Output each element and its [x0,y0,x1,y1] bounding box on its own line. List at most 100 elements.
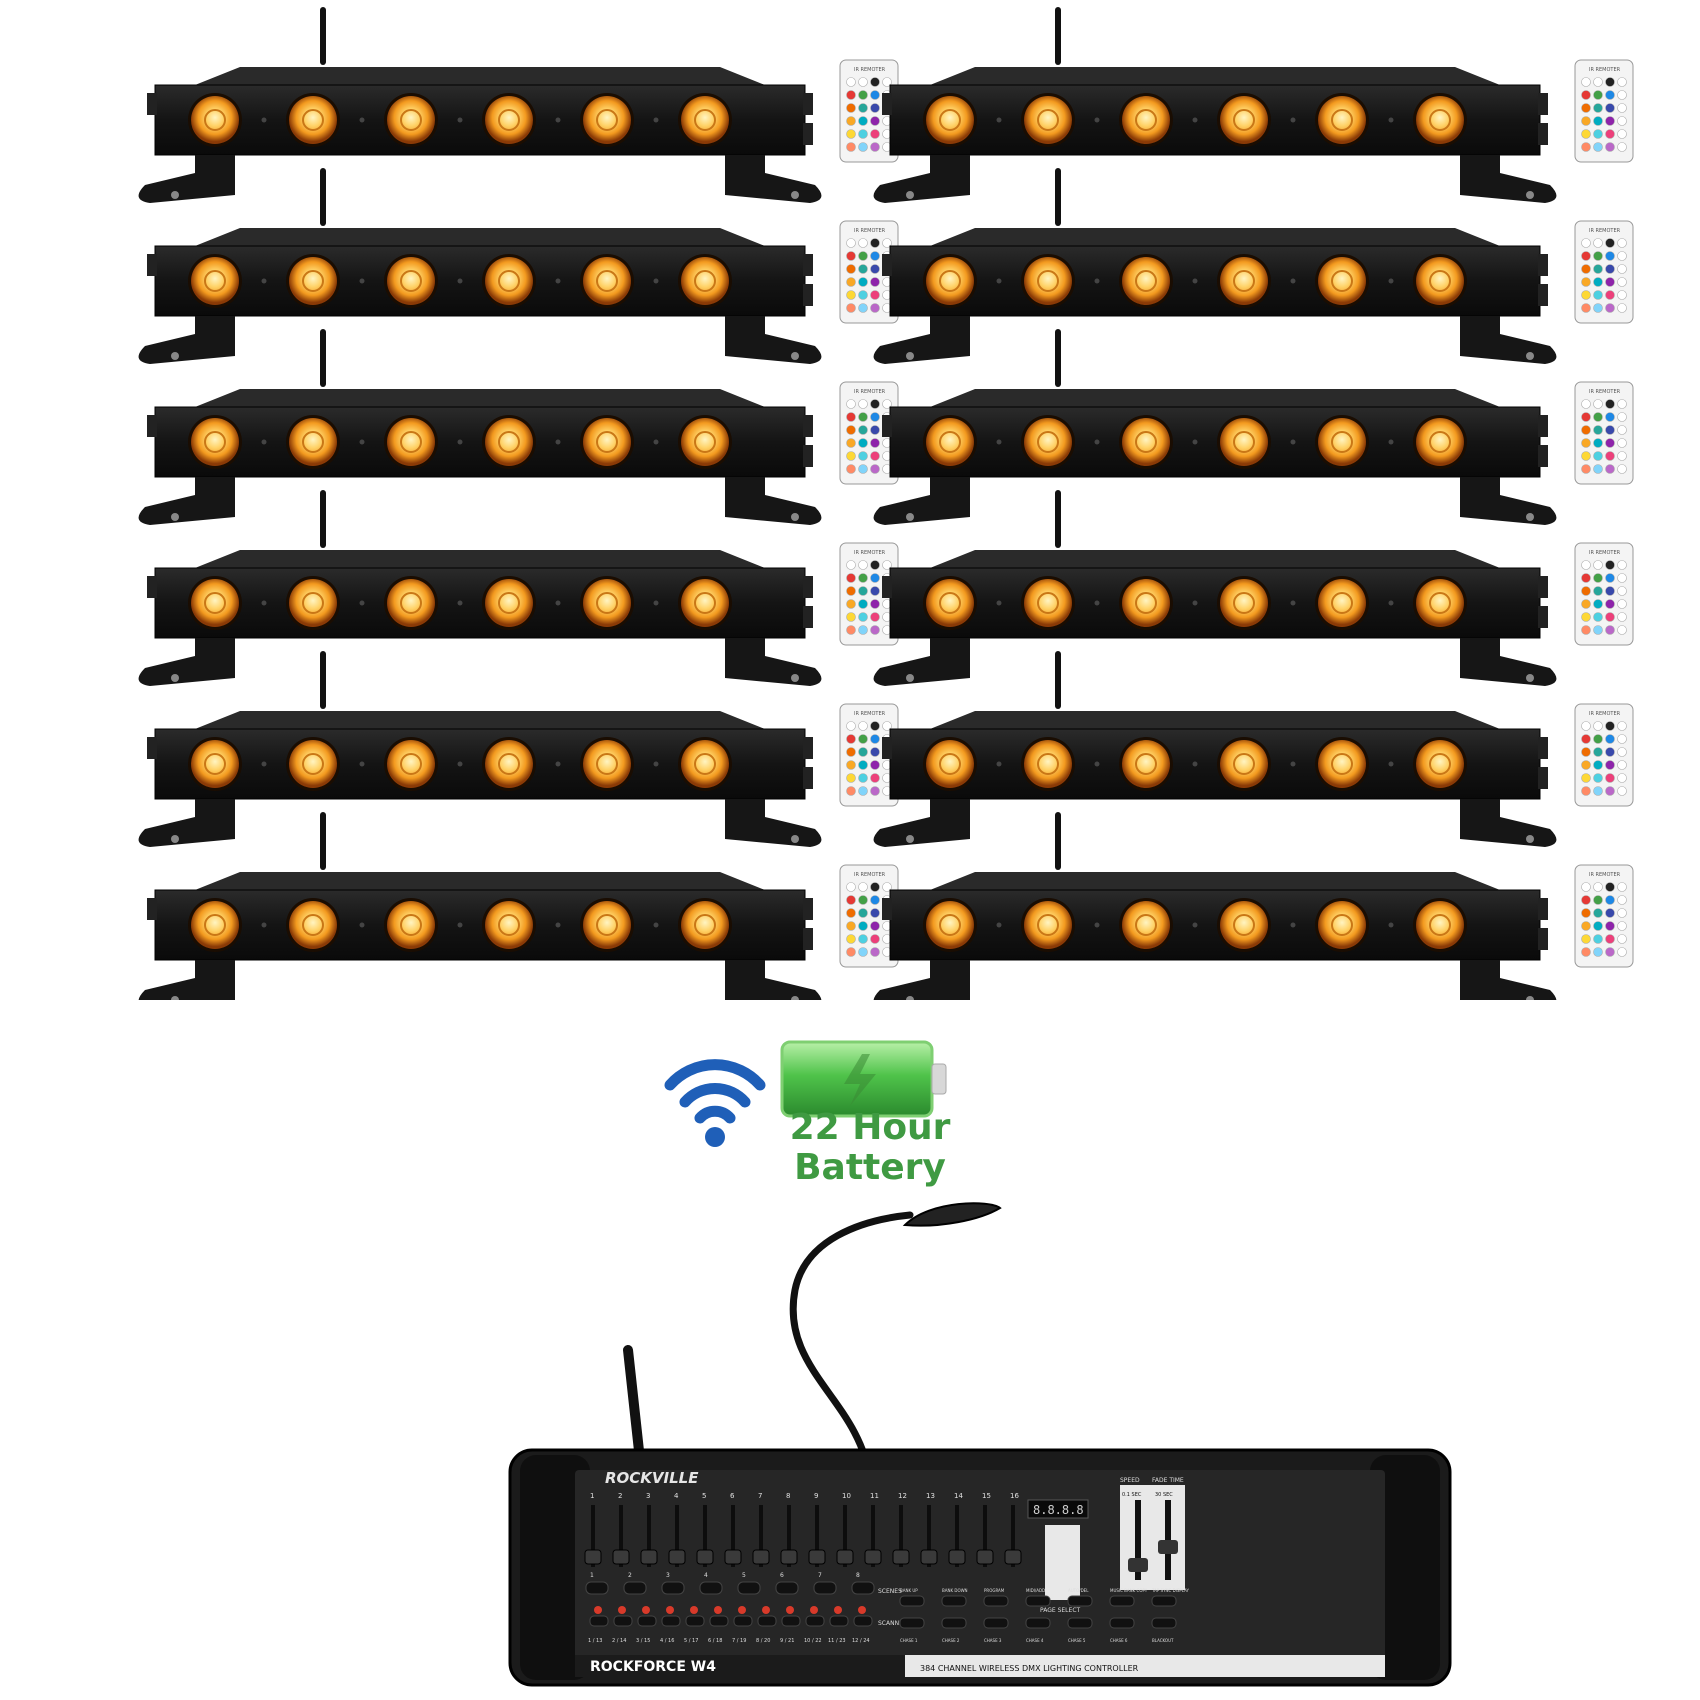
chase-button[interactable] [1067,1617,1093,1629]
svg-text:0.1 SEC: 0.1 SEC [1122,1492,1142,1498]
chase-button[interactable] [1109,1617,1135,1629]
led-lens-ring [1037,431,1059,453]
function-button[interactable] [1151,1595,1177,1607]
scene-button[interactable] [737,1581,761,1595]
remote-key [1581,142,1591,152]
led-lamp [1122,740,1170,788]
led-lens-ring [694,753,716,775]
remote-key [882,560,892,570]
remote-key [846,895,856,905]
chase-button[interactable] [1151,1617,1177,1629]
remote-key [1581,734,1591,744]
remote-key [1617,747,1627,757]
fixture-antenna [320,329,326,387]
scene-button[interactable] [775,1581,799,1595]
fader-knob[interactable] [612,1549,630,1565]
side-connector [1538,928,1548,950]
remote-key [1617,277,1627,287]
remote-key [1593,786,1603,796]
scanner-button[interactable] [781,1615,801,1627]
remote-key [1581,103,1591,113]
fader-knob[interactable] [780,1549,798,1565]
remote-key [846,921,856,931]
chase-button[interactable] [941,1617,967,1629]
sensor-dot [653,117,659,123]
sensor-dot [653,922,659,928]
remote-key [846,425,856,435]
fader-knob[interactable] [1004,1549,1022,1565]
remote-key [858,464,868,474]
channel-number: 9 [814,1492,818,1500]
remote-key [846,464,856,474]
chase-button[interactable] [899,1617,925,1629]
remote-key [1593,599,1603,609]
led-lens-ring [498,592,520,614]
function-button[interactable] [983,1595,1009,1607]
function-button[interactable] [1025,1595,1051,1607]
function-button[interactable] [1109,1595,1135,1607]
scanner-button[interactable] [853,1615,873,1627]
scene-button[interactable] [661,1581,685,1595]
scene-button[interactable] [851,1581,875,1595]
remote-key [870,142,880,152]
scanner-button[interactable] [613,1615,633,1627]
light-bar-fixture [873,812,1557,1000]
scene-button[interactable] [813,1581,837,1595]
fader-knob[interactable] [584,1549,602,1565]
scene-button[interactable] [585,1581,609,1595]
sensor-dot [1192,117,1198,123]
remote-key [1581,451,1591,461]
led-lens-ring [204,592,226,614]
fader-knob[interactable] [864,1549,882,1565]
fader-knob[interactable] [948,1549,966,1565]
sensor-dot [457,439,463,445]
remote-key [858,90,868,100]
function-button[interactable] [1067,1595,1093,1607]
scanner-button[interactable] [685,1615,705,1627]
remote-key [1605,303,1615,313]
scanner-button[interactable] [589,1615,609,1627]
scanner-led [858,1606,866,1614]
scanner-button[interactable] [829,1615,849,1627]
led-lens-ring [596,109,618,131]
fader-knob[interactable] [976,1549,994,1565]
remote-label: IR REMOTER [854,711,886,717]
fader-knob[interactable] [836,1549,854,1565]
fader-knob[interactable] [668,1549,686,1565]
function-button[interactable] [941,1595,967,1607]
sensor-dot [555,600,561,606]
lamp-head [902,1202,1002,1227]
side-connector [803,606,813,628]
led-lens-ring [1331,270,1353,292]
scanner-button[interactable] [637,1615,657,1627]
fader-knob[interactable] [808,1549,826,1565]
remote-key [1581,464,1591,474]
scene-button[interactable] [699,1581,723,1595]
led-lamp [583,418,631,466]
fixture-antenna [1055,490,1061,548]
mount-foot [873,316,970,364]
fader-knob[interactable] [752,1549,770,1565]
sensor-dot [1094,439,1100,445]
scene-number: 6 [780,1572,784,1579]
remote-key [1593,290,1603,300]
scanner-button[interactable] [805,1615,825,1627]
chase-button[interactable] [983,1617,1009,1629]
chase-button[interactable] [1025,1617,1051,1629]
scanner-button[interactable] [757,1615,777,1627]
fader-knob[interactable] [696,1549,714,1565]
fader-knob[interactable] [892,1549,910,1565]
led-lens-ring [498,753,520,775]
mount-foot [138,799,235,847]
scanner-button[interactable] [661,1615,681,1627]
remote-key [870,747,880,757]
scanner-button[interactable] [709,1615,729,1627]
function-button[interactable] [899,1595,925,1607]
scanner-button[interactable] [733,1615,753,1627]
fader-knob[interactable] [640,1549,658,1565]
scene-button[interactable] [623,1581,647,1595]
fader-knob[interactable] [920,1549,938,1565]
fader-knob[interactable] [724,1549,742,1565]
sensor-dot [261,117,267,123]
